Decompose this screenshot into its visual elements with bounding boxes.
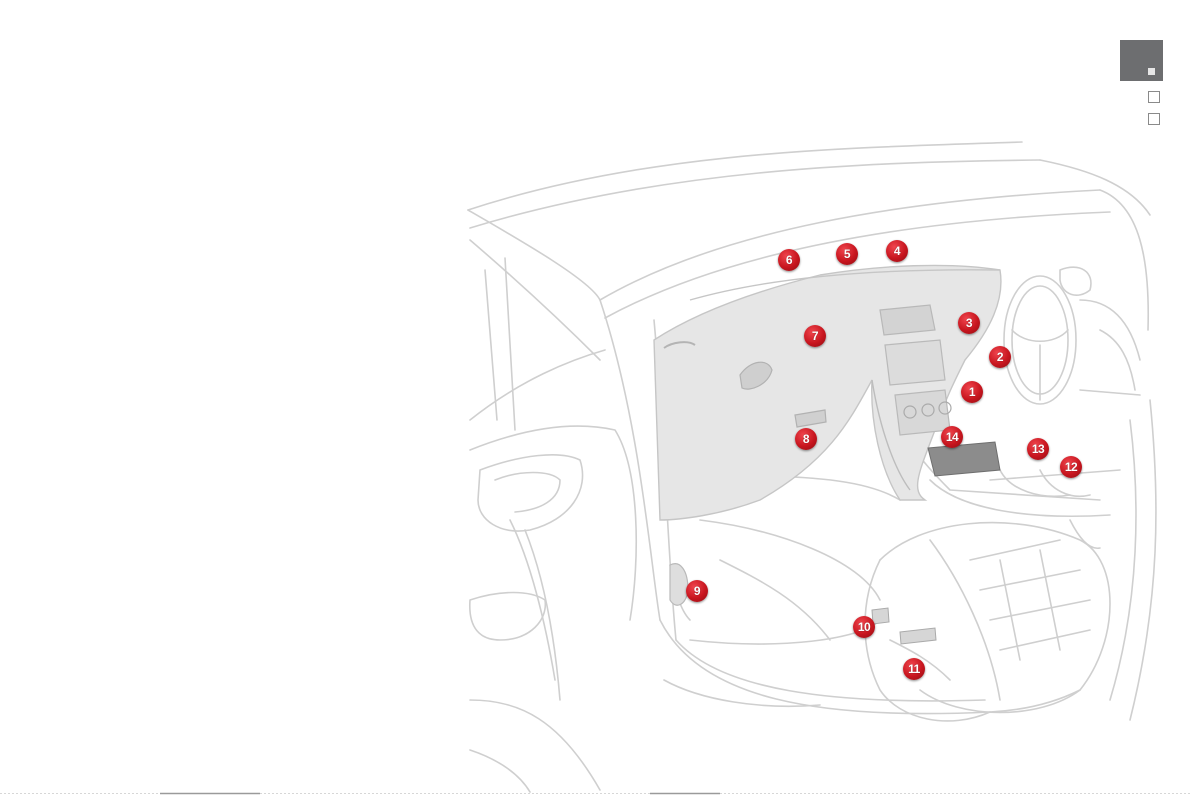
callout-5: 5 bbox=[836, 243, 858, 265]
callout-number: 2 bbox=[989, 346, 1011, 368]
callout-number: 3 bbox=[958, 312, 980, 334]
callout-10: 10 bbox=[853, 616, 875, 638]
tab-marker-icon bbox=[1148, 68, 1155, 75]
callout-7: 7 bbox=[804, 325, 826, 347]
callout-number: 1 bbox=[961, 381, 983, 403]
callout-6: 6 bbox=[778, 249, 800, 271]
callout-13: 13 bbox=[1027, 438, 1049, 460]
callout-1: 1 bbox=[961, 381, 983, 403]
section-tab-active[interactable] bbox=[1120, 40, 1163, 81]
callout-4: 4 bbox=[886, 240, 908, 262]
callout-number: 4 bbox=[886, 240, 908, 262]
callout-14: 14 bbox=[941, 426, 963, 448]
callout-number: 9 bbox=[686, 580, 708, 602]
callout-2: 2 bbox=[989, 346, 1011, 368]
callout-number: 11 bbox=[903, 658, 925, 680]
callout-8: 8 bbox=[795, 428, 817, 450]
callout-number: 5 bbox=[836, 243, 858, 265]
callout-3: 3 bbox=[958, 312, 980, 334]
callout-12: 12 bbox=[1060, 456, 1082, 478]
callout-9: 9 bbox=[686, 580, 708, 602]
section-tab[interactable] bbox=[1148, 91, 1160, 103]
section-tab[interactable] bbox=[1148, 113, 1160, 125]
callout-number: 13 bbox=[1027, 438, 1049, 460]
callout-number: 14 bbox=[941, 426, 963, 448]
callout-number: 7 bbox=[804, 325, 826, 347]
callout-11: 11 bbox=[903, 658, 925, 680]
callout-number: 6 bbox=[778, 249, 800, 271]
callout-number: 10 bbox=[853, 616, 875, 638]
callout-number: 12 bbox=[1060, 456, 1082, 478]
callout-number: 8 bbox=[795, 428, 817, 450]
